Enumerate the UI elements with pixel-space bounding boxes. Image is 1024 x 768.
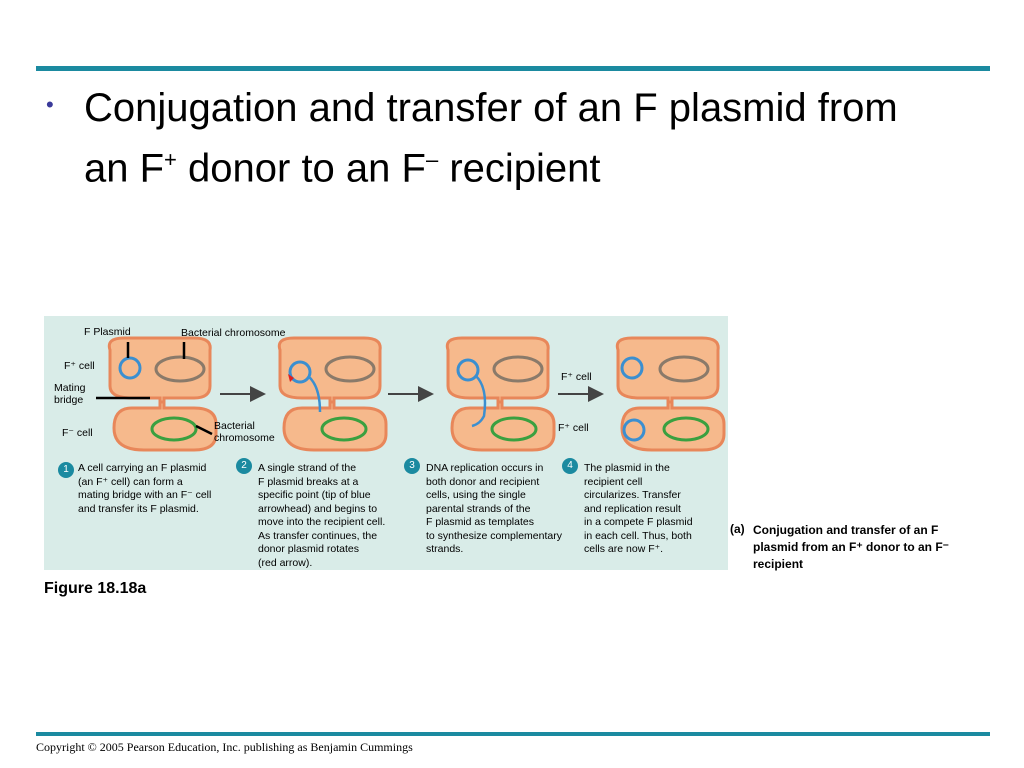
top-rule <box>36 66 990 71</box>
step-1-badge: 1 <box>58 462 74 478</box>
label-fminus-cell: F⁻ cell <box>62 427 93 439</box>
caption-tag: (a) <box>730 522 745 536</box>
step-2-text: A single strand of the F plasmid breaks … <box>258 462 386 569</box>
step-4-badge: 4 <box>562 458 578 474</box>
diagram-drawing <box>96 336 726 452</box>
stage-1-cells <box>96 336 218 452</box>
recipient-chromosome <box>150 416 198 442</box>
label-mating-bridge: Mating bridge <box>54 382 86 406</box>
stage-2-cells <box>277 336 388 452</box>
step-3-text: DNA replication occurs in both donor and… <box>426 462 562 555</box>
donor-cell <box>107 336 212 404</box>
label-f-plasmid: F Plasmid <box>84 326 131 338</box>
stage-3-cells <box>445 336 556 452</box>
slide-title: Conjugation and transfer of an F plasmid… <box>84 86 898 191</box>
step-1-text: A cell carrying an F plasmid (an F⁺ cell… <box>78 462 212 515</box>
copyright-text: Copyright © 2005 Pearson Education, Inc.… <box>36 740 413 754</box>
donor-chromosome <box>154 355 206 383</box>
label-fplus-cell-donor: F⁺ cell <box>561 371 592 383</box>
figure-caption: Conjugation and transfer of an F plasmid… <box>753 523 950 571</box>
f-plasmid <box>118 356 142 380</box>
label-bacterial-chromosome-bottom: Bacterial chromosome <box>214 420 275 444</box>
recipient-cell <box>112 400 218 452</box>
label-bacterial-chromosome-top: Bacterial chromosome <box>181 327 286 339</box>
step-4-text: The plasmid in the recipient cell circul… <box>584 462 693 555</box>
bottom-rule <box>36 732 990 736</box>
figure-label: Figure 18.18a <box>44 580 147 597</box>
bullet-icon: • <box>46 92 54 117</box>
label-fplus-cell: F⁺ cell <box>64 360 95 372</box>
step-2-badge: 2 <box>236 458 252 474</box>
stage-4-cells <box>615 336 726 452</box>
pointer-bottom-chromosome <box>195 424 213 436</box>
conjugation-diagram: F Plasmid Bacterial chromosome F⁺ cell M… <box>44 316 728 570</box>
label-fplus-cell-recipient: F⁺ cell <box>558 422 589 434</box>
step-3-badge: 3 <box>404 458 420 474</box>
